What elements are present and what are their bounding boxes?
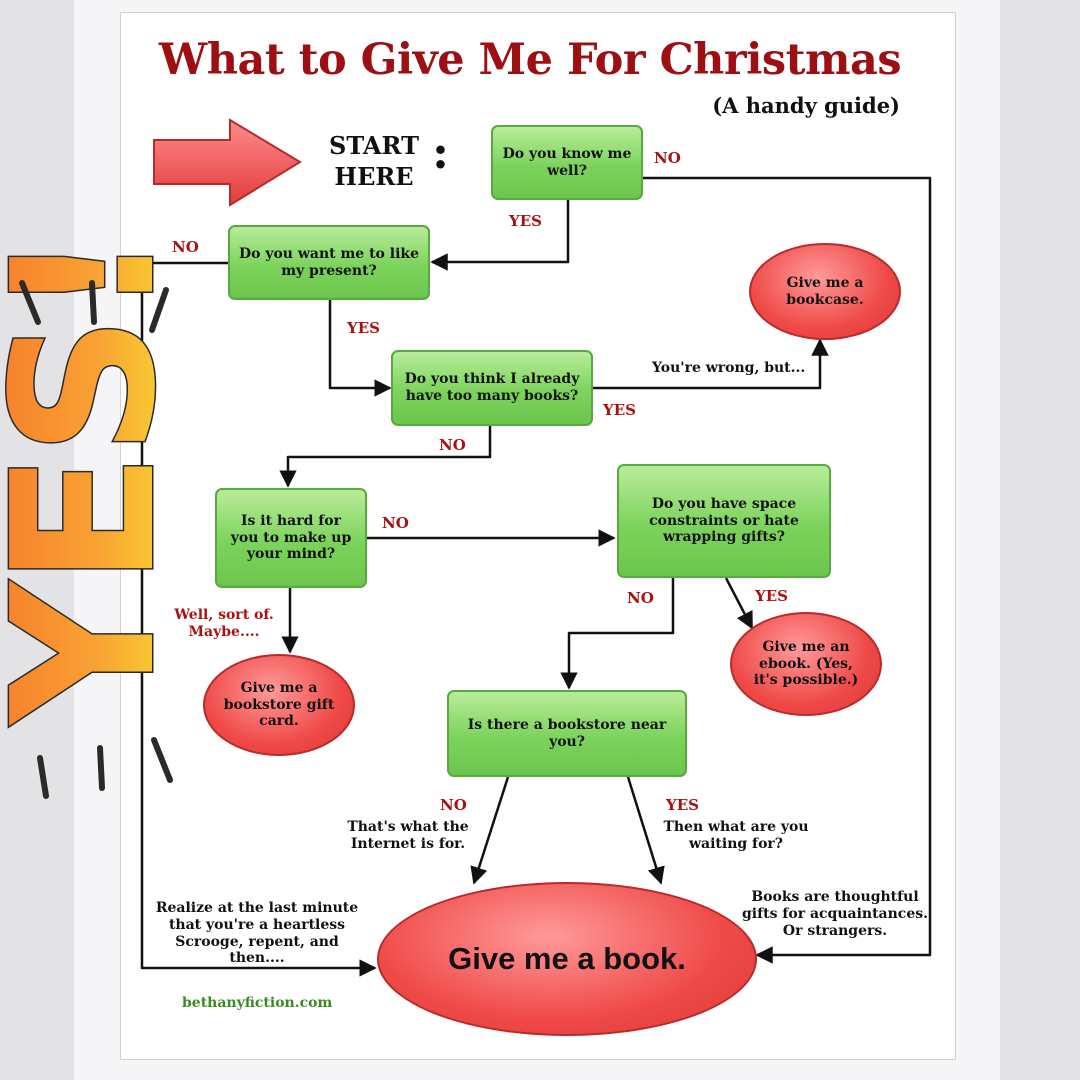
question-know-me-well: Do you know me well? (491, 125, 643, 200)
label-q1-no: NO (654, 149, 681, 167)
label-q4-no: NO (382, 514, 409, 532)
label-q5-no: NO (627, 589, 654, 607)
edge-q3-no (279, 426, 492, 488)
label-q2-yes: YES (347, 319, 380, 337)
label-q4-maybe: Well, sort of. Maybe.... (174, 607, 274, 640)
question-space-constraints: Do you have space constraints or hate wr… (617, 464, 831, 578)
yes-overlay-text: YES! (0, 234, 199, 726)
label-scrooge: Realize at the last minute that you're a… (155, 900, 359, 967)
result-bookcase: Give me a bookcase. (749, 243, 901, 340)
label-q5-yes: YES (755, 587, 788, 605)
label-thoughtful-gifts: Books are thoughtful gifts for acquainta… (742, 889, 928, 939)
edge-q3-yes (593, 338, 829, 390)
label-q6-yes-note: Then what are you waiting for? (663, 819, 809, 852)
edge-q1-yes (430, 200, 570, 271)
start-line-1: START (329, 131, 419, 160)
edge-q1-no (643, 176, 932, 964)
result-book: Give me a book. (377, 882, 757, 1036)
question-too-many-books: Do you think I already have too many boo… (391, 350, 593, 426)
edge-q2-no (140, 261, 377, 977)
label-q1-yes: YES (509, 212, 542, 230)
question-like-present: Do you want me to like my present? (228, 225, 430, 300)
site-credit: bethanyfiction.com (182, 995, 333, 1011)
edge-q5-yes (724, 577, 754, 630)
result-gift-card: Give me a bookstore gift card. (203, 654, 355, 756)
label-q3-no: NO (439, 436, 466, 454)
label-q3-wrong: You're wrong, but... (652, 360, 806, 376)
page-title: What to Give Me For Christmas (158, 35, 902, 85)
start-colon: : (432, 125, 449, 179)
label-q6-no-note: That's what the Internet is for. (347, 819, 469, 852)
label-q2-no: NO (172, 238, 199, 256)
label-q6-yes: YES (666, 796, 699, 814)
start-label: START HERE (318, 130, 430, 192)
start-arrow (153, 118, 302, 207)
edge-q6-no (470, 776, 510, 885)
page-subtitle: (A handy guide) (712, 93, 900, 118)
label-q3-yes: YES (603, 401, 636, 419)
result-ebook: Give me an ebook. (Yes, it's possible.) (730, 612, 882, 716)
overlay-doodle-lines (19, 280, 173, 799)
label-q6-no: NO (440, 796, 467, 814)
start-line-2: HERE (334, 162, 414, 192)
edge-q5-no (560, 578, 675, 690)
question-hard-to-decide: Is it hard for you to make up your mind? (215, 488, 367, 588)
edge-q2-yes (328, 300, 392, 397)
edge-q6-yes (626, 776, 665, 885)
question-bookstore-near: Is there a bookstore near you? (447, 690, 687, 777)
